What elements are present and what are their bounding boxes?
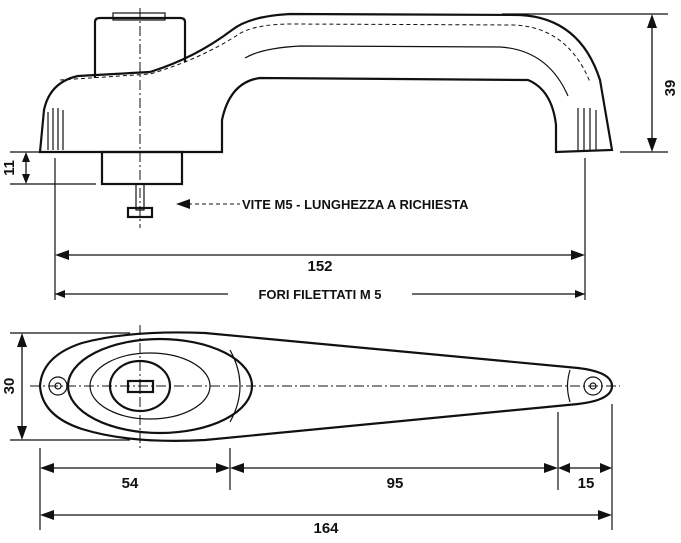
dimension-total: 164 bbox=[40, 510, 612, 537]
screw-note: VITE M5 - LUNGHEZZA A RICHIESTA bbox=[242, 197, 469, 212]
dimension-width: 30 bbox=[1, 332, 130, 441]
dimension-base: 11 bbox=[1, 151, 96, 185]
screw-callout: VITE M5 - LUNGHEZZA A RICHIESTA bbox=[176, 197, 469, 212]
dimension-width-label: 30 bbox=[1, 378, 18, 395]
dimension-height-label: 39 bbox=[662, 80, 679, 97]
dimension-seg-a-label: 54 bbox=[122, 475, 139, 492]
dimension-seg-c: 15 bbox=[558, 463, 612, 492]
dimension-total-label: 164 bbox=[313, 520, 339, 537]
bottom-extension-lines bbox=[39, 404, 613, 530]
handle-inner-edge bbox=[59, 23, 591, 83]
handle-body bbox=[38, 12, 614, 154]
dimension-hole-spacing-label: 152 bbox=[307, 258, 332, 275]
dimension-seg-b: 95 bbox=[230, 463, 558, 492]
dimension-height: 39 bbox=[502, 13, 679, 153]
holes-callout: FORI FILETTATI M 5 bbox=[55, 287, 585, 302]
lock-base bbox=[100, 150, 184, 186]
foot-shading-right bbox=[577, 108, 597, 150]
dimension-seg-b-label: 95 bbox=[387, 475, 404, 492]
side-view bbox=[38, 8, 614, 228]
handle-top-outline bbox=[38, 331, 614, 442]
dimension-base-label: 11 bbox=[1, 160, 18, 176]
dimension-seg-a: 54 bbox=[40, 463, 230, 492]
top-view bbox=[30, 325, 620, 450]
holes-note: FORI FILETTATI M 5 bbox=[258, 287, 381, 302]
dimension-hole-spacing: 152 bbox=[54, 158, 586, 300]
dimension-seg-c-label: 15 bbox=[578, 475, 595, 492]
handle-shadow bbox=[244, 45, 569, 97]
lock-cap bbox=[112, 12, 166, 21]
foot-shading-left bbox=[47, 108, 64, 150]
